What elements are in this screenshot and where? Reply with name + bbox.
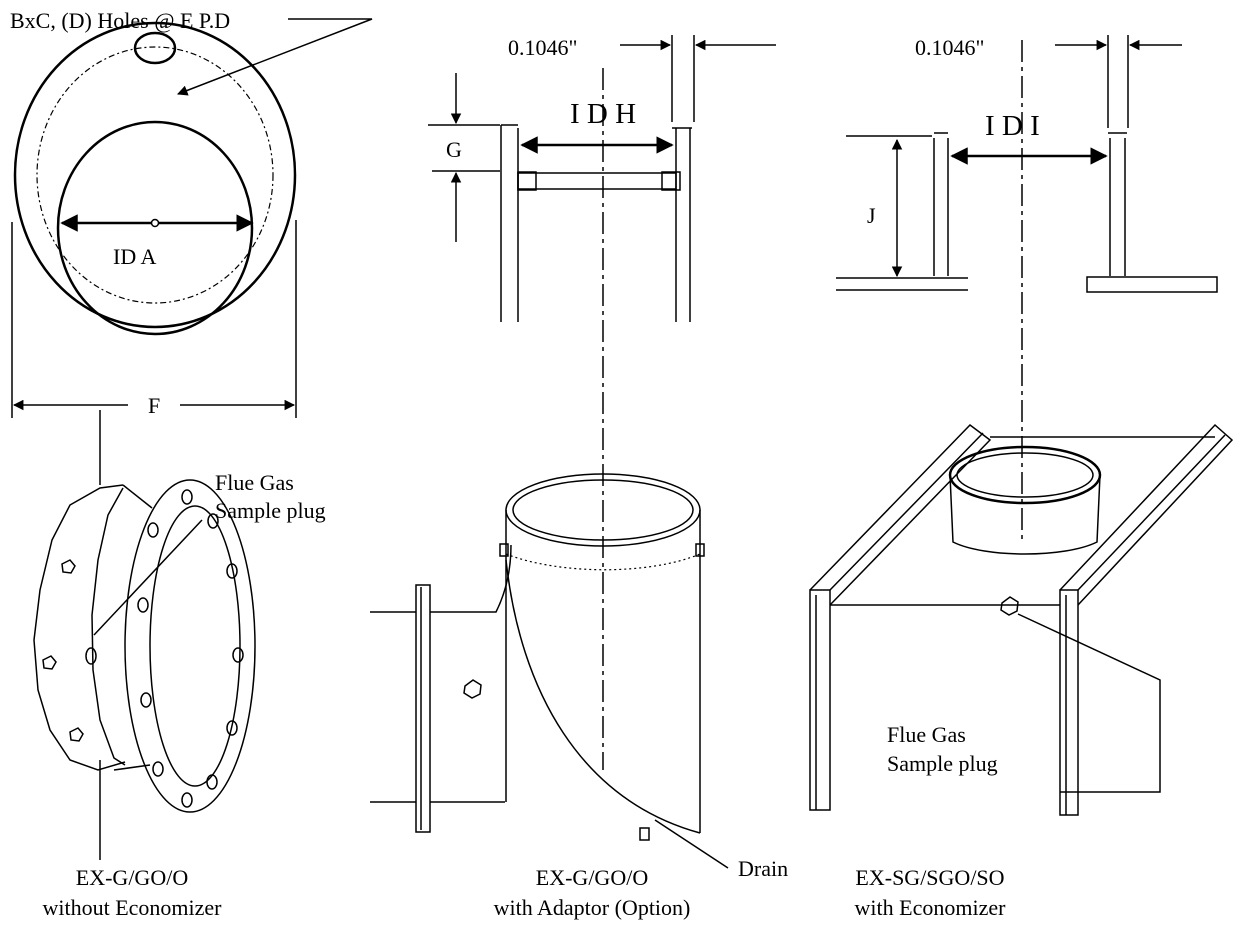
flange-face-inner (149, 505, 241, 787)
sample-plug-leader-right (1017, 613, 1161, 793)
elbow-adaptor-isometric (370, 473, 729, 869)
elbow-top-edge (430, 544, 512, 613)
flanged-ring-isometric (33, 410, 256, 860)
flue-gas-left-line2: Sample plug (215, 498, 326, 523)
inlet-flange (415, 584, 431, 833)
flange-face-outer (124, 479, 256, 813)
holes-label: BxC, (D) Holes @ E P.D (10, 8, 230, 33)
back-bolt-hex-3 (69, 727, 84, 742)
elbow-curve (505, 559, 701, 834)
drain-leader (654, 819, 729, 869)
ring-front-edge-left (91, 487, 126, 766)
box-left-rail-inner (829, 432, 984, 591)
back-bolt-hex-1 (61, 559, 76, 574)
ring-bottom-edge (113, 764, 151, 771)
adaptor-clip-left (499, 543, 509, 557)
economizer-stack-elevation (836, 35, 1218, 293)
bolt-hole (133, 31, 177, 65)
flange-bolt-holes (137, 489, 244, 808)
caption-middle-line1: EX-G/GO/O (536, 865, 648, 890)
sample-plug-leader-left (93, 519, 203, 636)
caption-right-line2: with Economizer (855, 895, 1007, 920)
flue-gas-left-line1: Flue Gas (215, 470, 294, 495)
id-a-label: ID A (113, 244, 157, 269)
box-right-rail-outer (1059, 423, 1234, 606)
g-label: G (446, 137, 462, 162)
stack-collar-body (949, 474, 1101, 555)
caption-middle-line2: with Adaptor (Option) (494, 895, 691, 920)
id-h-label: I D H (570, 98, 636, 130)
economizer-box-isometric (809, 423, 1234, 816)
holes-leader-line (177, 18, 373, 96)
adaptor-clip-right (695, 543, 705, 557)
ring-top-edge (122, 484, 153, 509)
elbow-top-opening-inner (512, 479, 694, 541)
flue-gas-right-line2: Sample plug (887, 751, 998, 776)
adaptor-seam (505, 553, 701, 571)
flue-gas-right-line1: Flue Gas (887, 722, 966, 747)
caption-left-line1: EX-G/GO/O (76, 865, 188, 890)
j-label: J (867, 203, 876, 228)
collar-lug-right (661, 171, 681, 191)
back-bolt-hex-2 (42, 655, 57, 670)
caption-left-line2: without Economizer (42, 895, 222, 920)
collar-lug-left (517, 171, 537, 191)
adaptor-collar (517, 172, 677, 190)
f-label: F (148, 393, 160, 418)
stack-collar-inner (956, 452, 1094, 498)
adaptor-elevation (428, 35, 776, 322)
box-left-post (809, 589, 831, 811)
drain-label: Drain (738, 856, 788, 881)
thickness-label-right: 0.1046" (915, 35, 984, 60)
box-right-post (1059, 589, 1079, 816)
flange-inner-bore (56, 120, 254, 336)
ring-back-outline (33, 484, 126, 771)
flange-plan-view (11, 18, 373, 418)
id-i-label: I D I (985, 110, 1040, 142)
caption-right-line1: EX-SG/SGO/SO (855, 865, 1004, 890)
center-point (150, 218, 160, 228)
stack-collar-outer (948, 445, 1102, 505)
drain-stub (639, 827, 650, 841)
box-right-rail-inner (1077, 434, 1226, 591)
top-plate-right (1086, 276, 1218, 293)
box-left-rail-outer (809, 424, 992, 606)
sample-plug-right (1000, 596, 1019, 616)
flange-outer-ring (13, 21, 297, 329)
sample-plug-middle (463, 679, 482, 699)
thickness-label-middle: 0.1046" (508, 35, 577, 60)
sample-plug-left (85, 647, 97, 665)
bolt-circle (36, 46, 274, 304)
